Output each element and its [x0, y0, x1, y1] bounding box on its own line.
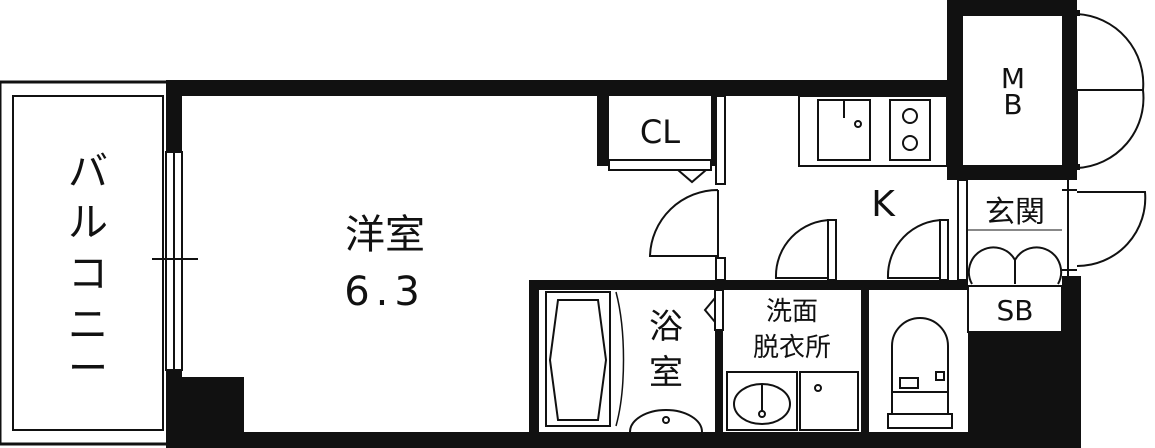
wall-mb-right — [1062, 0, 1077, 180]
balcony-window — [152, 151, 198, 371]
meter-box-label-m: M — [1001, 62, 1025, 95]
bathtub — [545, 291, 625, 427]
bath-wall-left — [529, 280, 539, 432]
wall-mb-bottom — [947, 165, 1077, 180]
wall-mb-left — [947, 0, 963, 180]
mb-door-upper — [1076, 13, 1145, 91]
counter-top — [798, 95, 948, 167]
washing-machine-pan — [799, 371, 859, 431]
toilet-paper — [899, 377, 919, 389]
exterior-walls — [166, 0, 1081, 448]
closet-wall-left — [597, 96, 609, 166]
wash-wall-left — [715, 330, 723, 432]
mb-door-hinge-2 — [1074, 164, 1080, 170]
kitchen-label: K — [871, 184, 896, 225]
wall-left-bottom — [166, 370, 182, 448]
partition-wall-top — [715, 95, 726, 185]
balcony-label-char-3: コ — [68, 251, 108, 297]
toilet-bowl — [891, 317, 949, 392]
bath-door-marker — [703, 297, 716, 323]
bath-label-bottom: 室 — [649, 353, 683, 393]
washer-pan-drain — [814, 384, 822, 392]
wall-top-main — [166, 80, 956, 96]
tub-curtain — [615, 291, 625, 427]
shoe-box-door-right — [1014, 246, 1063, 285]
shoe-box-door-left — [967, 246, 1016, 285]
bath-wall-top — [529, 280, 968, 290]
washroom-label-top: 洗面 — [766, 297, 818, 327]
tub-inner — [548, 299, 608, 421]
entrance: 玄関 — [957, 179, 1147, 281]
vanity-counter — [726, 371, 798, 431]
washer-pan-outline — [799, 371, 859, 431]
partition-wall-bottom — [715, 257, 726, 281]
western-room-label: 洋室 — [345, 212, 425, 258]
bath-sink-drain — [662, 416, 670, 424]
balcony-label-char-4: ニ — [68, 302, 108, 348]
bath-door-gap — [714, 289, 724, 331]
room-door-swing — [648, 189, 719, 257]
closet-doors — [608, 159, 712, 171]
entrance-door-swing — [1076, 191, 1147, 268]
balcony-label-char-5: ー — [68, 346, 108, 392]
balcony-label-char-1: バ — [68, 149, 108, 195]
shoe-box-label: SB — [997, 294, 1034, 327]
toilet-tank — [891, 391, 949, 415]
vanity — [726, 371, 798, 431]
balcony: バ ル コ ニ ー — [0, 80, 170, 446]
mb-door-lower — [1076, 89, 1145, 169]
room-area-label: 6.3 — [344, 269, 426, 315]
wall-block-bottom-right — [968, 332, 1081, 448]
mb-door-hinge-1 — [1074, 10, 1080, 16]
wall-bottom — [166, 432, 1081, 448]
toilet-control — [935, 371, 945, 381]
balcony-label-char-2: ル — [68, 200, 108, 246]
meter-box-label-b: B — [1003, 88, 1022, 121]
stove — [889, 99, 931, 161]
room-kitchen-partition — [648, 95, 726, 281]
wall-left-top — [166, 80, 182, 152]
entrance-label: 玄関 — [985, 195, 1045, 230]
closet-label: CL — [640, 113, 680, 151]
washroom-door-post — [827, 219, 837, 281]
toilet-door-post — [939, 219, 949, 281]
toilet — [887, 317, 953, 429]
shoe-box: SB — [967, 246, 1063, 333]
closet-door-marker — [677, 169, 707, 184]
bath-label-top: 浴 — [649, 307, 683, 347]
shoe-box-outline — [967, 285, 1063, 333]
washroom-label-bottom: 脱衣所 — [753, 333, 831, 363]
closet: CL — [597, 96, 723, 184]
burner-1 — [902, 108, 918, 124]
wash-wall-right — [861, 280, 869, 432]
balcony-inner-rail — [12, 95, 164, 431]
entrance-left-wall — [957, 179, 968, 281]
wet-area-walls — [529, 280, 968, 432]
toilet-door-swing — [886, 219, 945, 279]
drain — [854, 120, 862, 128]
tub-outer — [545, 291, 611, 427]
bath-sink-basin — [629, 409, 703, 433]
washroom-door-swing — [774, 219, 833, 279]
kitchen-counter — [798, 95, 948, 167]
vanity-drain — [758, 410, 766, 418]
bath-sink — [629, 409, 703, 433]
toilet-base — [887, 413, 953, 429]
burner-2 — [902, 135, 918, 151]
meter-box-doors — [1074, 10, 1145, 170]
wall-mb-top — [947, 0, 1077, 16]
wall-pillar-bottom-left — [182, 377, 244, 432]
